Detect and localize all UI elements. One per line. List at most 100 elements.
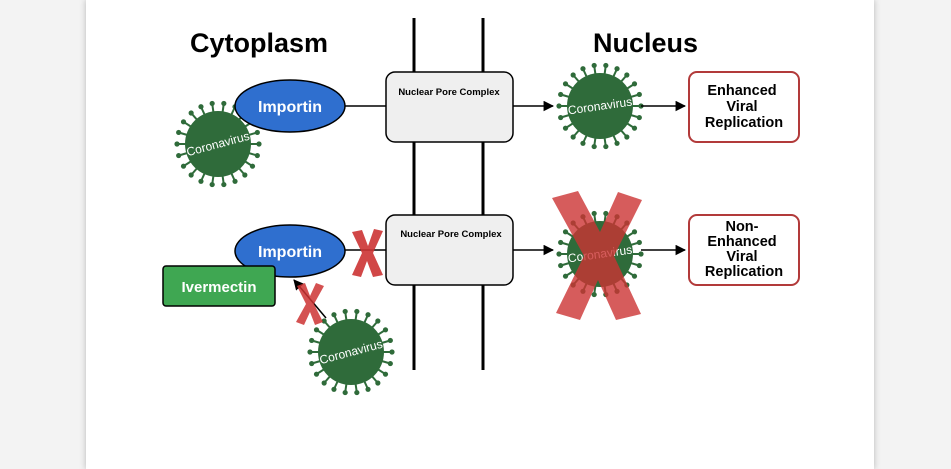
virus-spike-tip <box>580 140 586 146</box>
bottom-outcome-line-3: Viral <box>726 249 757 265</box>
bottom-outcome-text: Non- Enhanced Viral Replication <box>705 219 783 280</box>
top-outcome-box <box>688 71 800 143</box>
bottom-importin-ellipse <box>234 224 346 278</box>
bottom-outcome-box <box>688 214 800 286</box>
bottom-outcome-line-4: Replication <box>705 264 783 280</box>
virus-spike-tip <box>631 125 638 131</box>
bottom-outcome-line-2: Enhanced <box>707 234 776 250</box>
virus-spike-tip <box>180 163 187 169</box>
virus-spike-tip <box>614 66 620 72</box>
virus-spike-tip <box>375 318 381 324</box>
virus-spike-tip <box>331 312 337 318</box>
virus-body <box>318 319 384 385</box>
virus-spike-tip <box>562 229 569 235</box>
virus-spike-tip <box>558 91 564 98</box>
virus-body <box>567 73 633 139</box>
virus-spike-tip <box>354 308 360 315</box>
virus-spike-tip <box>636 114 642 121</box>
bottom-nuclear-pore-complex <box>385 214 514 286</box>
top-outcome-text: Enhanced Viral Replication <box>705 83 783 131</box>
virus-spike-tip <box>631 81 638 87</box>
bottom-outcome-line-1: Non- <box>725 219 758 235</box>
virus-spike-tip <box>570 72 576 78</box>
block-x-mark-binding <box>296 283 324 325</box>
virus-spike-tip <box>307 349 313 355</box>
virus-spike-tip <box>174 141 180 147</box>
virus-spike-tip <box>313 327 320 333</box>
virus-spike-tip <box>558 239 564 246</box>
virus-spike-tip <box>221 100 227 107</box>
virus-spike-tip <box>614 140 620 146</box>
bottom-npc-label: Nuclear Pore Complex <box>400 229 502 240</box>
virus-spike-tip <box>389 349 395 355</box>
top-npc-label: Nuclear Pore Complex <box>398 87 500 98</box>
virus-spike-tip <box>556 251 562 257</box>
virus-spike-tip <box>198 178 204 184</box>
virus-spike-tip <box>580 66 586 72</box>
virus-spike-tip <box>309 360 315 367</box>
virus-spike-tip <box>176 129 182 136</box>
virus-spike-tip <box>387 337 393 344</box>
virus-spike-tip <box>636 91 642 98</box>
virus-spike-tip <box>254 152 260 159</box>
virus-spike-tip <box>382 371 389 377</box>
virus-spike-tip <box>242 172 248 178</box>
virus-spike-tip <box>176 152 182 159</box>
virus-spike-tip <box>249 163 256 169</box>
virus-spike-tip <box>603 143 609 150</box>
virus-spike-tip <box>256 141 262 147</box>
virus-spike-tip <box>180 119 187 125</box>
virus-spike-tip <box>313 371 320 377</box>
virus-spike-tip <box>321 318 327 324</box>
top-nuclear-pore-complex <box>385 71 514 143</box>
virus-spike-tip <box>188 172 194 178</box>
virus-spikes <box>307 308 395 396</box>
virus-spikes <box>556 62 644 150</box>
virus-body <box>185 111 251 177</box>
virus-spike-tip <box>591 291 597 298</box>
top-outcome-line-2: Viral <box>726 99 757 115</box>
virus-spike-tip <box>365 312 371 318</box>
virus-spike-tip <box>631 273 638 279</box>
virus-spike-tip <box>631 229 638 235</box>
top-outcome-line-1: Enhanced <box>707 83 776 99</box>
virus-spike-tip <box>562 273 569 279</box>
virus-spike-tip <box>570 134 576 140</box>
block-x-mark-nucleus <box>552 191 642 320</box>
nucleus-heading: Nucleus <box>593 28 698 58</box>
virus-spike-tip <box>591 210 597 217</box>
virus-spike-tip <box>342 308 348 315</box>
top-importin-ellipse <box>234 79 346 133</box>
virus-spike-tip <box>209 100 215 107</box>
virus-spike-tip <box>331 386 337 392</box>
virus-spike-tip <box>591 143 597 150</box>
virus-spike-tip <box>342 389 348 396</box>
virus-spike-tip <box>232 178 238 184</box>
virus-spike-tip <box>603 62 609 69</box>
cytoplasm-heading: Cytoplasm <box>190 28 328 58</box>
block-x-mark-importin <box>352 229 383 277</box>
virus-spike-tip <box>198 104 204 110</box>
virus-spike-tip <box>354 389 360 396</box>
virus-spike-tip <box>558 262 564 269</box>
virus-spike-tip <box>624 134 630 140</box>
virus-spike-tip <box>591 62 597 69</box>
virus-spike-tip <box>624 72 630 78</box>
bottom-importin-label: Importin <box>258 244 322 261</box>
virus-spike-tip <box>321 380 327 386</box>
virus-spike-tip <box>562 81 569 87</box>
top-outcome-line-3: Replication <box>705 115 783 131</box>
ivermectin-box <box>162 265 276 307</box>
virus-spike-tip <box>221 181 227 188</box>
virus-spike-tip <box>636 239 642 246</box>
virus-spike-tip <box>254 129 260 136</box>
ivermectin-label: Ivermectin <box>181 279 256 296</box>
top-importin-label: Importin <box>258 99 322 116</box>
virus-spike-tip <box>603 210 609 217</box>
virus-spike-tip <box>387 360 393 367</box>
virus-spike-tip <box>209 181 215 188</box>
virus-spike-tip <box>558 114 564 121</box>
virus-spike-tip <box>309 337 315 344</box>
virus-spike-tip <box>382 327 389 333</box>
